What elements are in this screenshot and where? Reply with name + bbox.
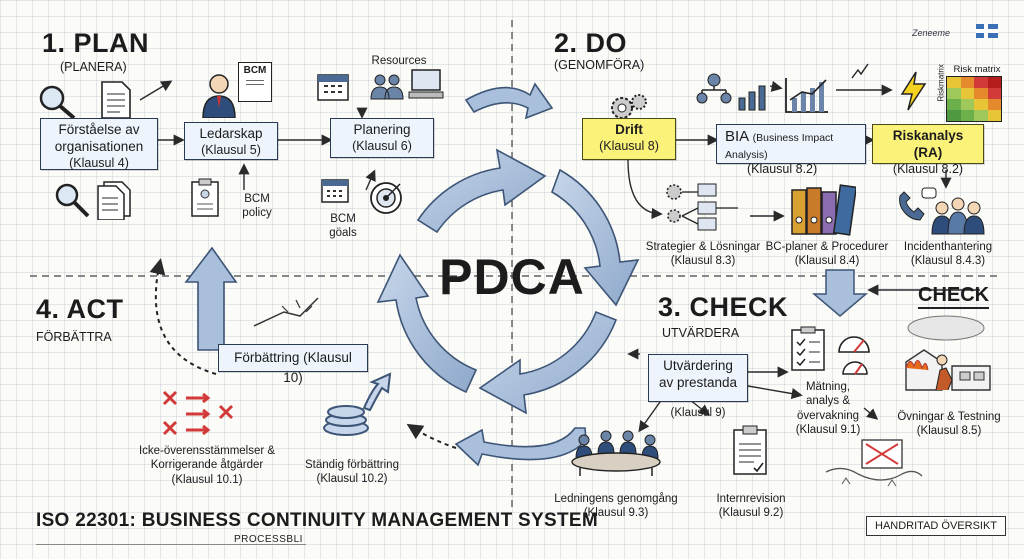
do-title: 2. DO [554, 28, 628, 58]
check-title: 3. CHECK [658, 292, 789, 322]
pdca-label: PDCA [439, 249, 585, 305]
document-icon [101, 81, 131, 119]
lightning-icon [900, 71, 927, 111]
test-sketch-icon [825, 439, 923, 487]
calendar-icon-2 [321, 179, 349, 203]
spring-icon [323, 372, 392, 436]
bar-chart-icon [738, 85, 766, 111]
label-strategies: Strategier & Lösningar (Klausul 8.3) [645, 241, 761, 268]
act-subtitle: FÖRBÄTTRA [36, 330, 112, 344]
clipboard-icon [191, 178, 219, 217]
act-title: 4. ACT [36, 294, 124, 324]
pdca-cycle-arrows [376, 148, 640, 415]
outer-cycle-arrows [184, 82, 587, 467]
box-leadership: Ledarskap (Klausul 5) [184, 122, 278, 160]
people-icon [370, 74, 404, 100]
incident-team-icon [899, 187, 985, 235]
target-icon [370, 182, 402, 214]
trend-chart-icon [785, 78, 828, 113]
calendar-icon [317, 74, 349, 101]
box-risk-analysis: Riskanalys (RA) (Klausul 8.2) [872, 124, 984, 176]
audit-clipboard-icon [733, 425, 767, 475]
label-management-review: Ledningens genomgång (Klausul 9.3) [554, 493, 678, 520]
spark-icon [851, 63, 869, 79]
check-subtitle: UTVÄRDERA [662, 326, 740, 340]
box-understanding-organisation: Förståelse av organisationen (Klausul 4) [40, 118, 158, 170]
box-improvement: Förbättring (Klausul 10) [218, 344, 368, 385]
label-internal-audit: Internrevision (Klausul 9.2) [716, 493, 786, 520]
signature-label: Zeneeme [912, 28, 951, 38]
flag-icon [976, 24, 998, 38]
computer-icon [408, 69, 444, 99]
meeting-icon [571, 430, 661, 476]
footer-subtitle: PROCESSBLI [234, 534, 303, 545]
risk-matrix-label: Risk matrix [953, 64, 1001, 75]
label-incident-handling: Incidenthantering (Klausul 8.4.3) [903, 241, 993, 268]
label-bcm-goals: BCM göals [329, 213, 357, 240]
label-measurement: Mätning, analys & övervakning (Klausul 9… [795, 381, 861, 437]
label-bc-plans: BC-planer & Procedurer (Klausul 8.4) [765, 241, 889, 268]
magnifier-icon [39, 85, 76, 120]
box-planning: Planering (Klausul 6) [330, 118, 434, 158]
plan-title: 1. PLAN [42, 28, 150, 58]
box-drift: Drift (Klausul 8) [582, 118, 676, 160]
improvement-sketch [253, 297, 319, 327]
box-performance-evaluation: Utvärdering av prestanda [648, 354, 748, 402]
label-resources: Resources [371, 55, 427, 67]
checklist-icon [791, 326, 825, 371]
check-tag: CHECK [918, 284, 990, 309]
org-chart-icon [696, 73, 732, 104]
stamp-hand-drawn: HANDRITAD ÖVERSIKT [866, 516, 1007, 536]
plan-subtitle: (PLANERA) [60, 60, 127, 74]
label-nonconformities: Icke-överensstämmelser & Korrigerande åt… [138, 445, 276, 486]
binders-icon [791, 184, 856, 236]
gauge-icon-2 [842, 361, 868, 375]
check-down-arrow [811, 269, 869, 317]
documents-icon [97, 181, 131, 220]
label-exercises: Övningar & Testning (Klausul 8.5) [897, 411, 1001, 438]
risk-matrix-axis-label: Riskmatrix [936, 64, 946, 102]
process-flow-icon [666, 183, 738, 231]
risk-matrix-grid [946, 76, 1002, 122]
nonconformance-marks [162, 390, 234, 436]
footer-title: ISO 22301: BUSINESS CONTINUITY MANAGEMEN… [36, 510, 598, 531]
leader-person-icon [202, 74, 236, 118]
bcm-doc: BCM [238, 62, 272, 102]
label-bcm-policy: BCM policy [242, 193, 272, 220]
label-check-clause: (Klausul 9) [670, 407, 726, 419]
box-bia: BIA (Business Impact Analysis) (Klausul … [716, 124, 866, 176]
gauge-icon [838, 336, 870, 353]
label-continual-improvement: Ständig förbättring (Klausul 10.2) [305, 459, 399, 486]
exercise-scene-icon [905, 315, 991, 391]
footer-underline [36, 544, 306, 545]
magnifier-icon-2 [55, 183, 90, 218]
do-subtitle: (GENOMFÖRA) [554, 58, 645, 72]
